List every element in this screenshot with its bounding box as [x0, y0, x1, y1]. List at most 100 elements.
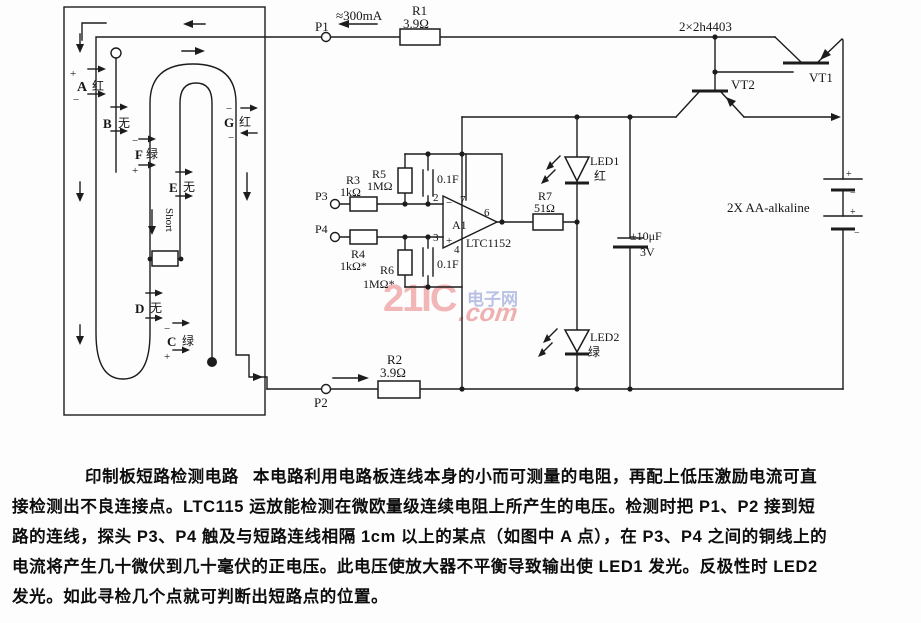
label-point-c-plus: +: [164, 351, 170, 363]
transistor-vt1-icon: [783, 49, 831, 65]
label-r4-value: 1kΩ*: [340, 259, 367, 273]
resistor-r2: [377, 380, 421, 399]
label-c1-value: 0.1F: [437, 172, 459, 186]
label-battery-minus1: −: [850, 188, 856, 199]
capacitor-c1: [422, 169, 434, 197]
label-r1-value: 3.9Ω: [403, 16, 429, 31]
label-point-g-minus-bottom: −: [228, 132, 234, 144]
terminal-p4-pad: [329, 231, 341, 243]
watermark-site: 电子网: [467, 290, 518, 309]
label-point-b-state: 无: [118, 116, 130, 130]
resistor-r1: [399, 28, 441, 46]
label-r4-name: R4: [351, 247, 365, 261]
label-r7-name: R7: [538, 189, 552, 203]
terminal-p3-pad: [329, 198, 341, 210]
label-terminal-p3: P3: [315, 189, 328, 203]
pcb-serpentine-trace: [95, 36, 776, 390]
label-terminal-p4: P4: [315, 222, 328, 236]
label-point-d: D: [135, 301, 144, 316]
label-r5-name: R5: [372, 167, 386, 181]
label-point-c: C: [167, 334, 176, 349]
terminal-p1-pad: [320, 31, 332, 43]
pcb-start-pad: [110, 47, 122, 59]
capacitor-10uf: [613, 237, 648, 249]
description-line-3: 路的连线，探头 P3、P4 触及与短路连线相隔 1cm 以上的某点（如图中 A …: [12, 528, 828, 546]
watermark-brand: 21IC: [383, 278, 457, 320]
label-point-a-minus: −: [73, 94, 79, 106]
label-cap-voltage: 3V: [640, 245, 655, 259]
label-opamp-pin6: 6: [484, 207, 490, 219]
label-cap-value: ±10μF: [630, 229, 662, 243]
label-battery-plus2: +: [850, 207, 856, 218]
current-flow-arrows: [76, 20, 841, 382]
transistor-vt2-icon: [692, 89, 736, 107]
label-battery-minus2: −: [854, 228, 860, 239]
label-r1-name: R1: [412, 3, 427, 18]
label-point-e-state: 无: [183, 180, 195, 194]
pcb-end-dot: [207, 357, 217, 367]
label-opamp-minus: −: [446, 197, 452, 209]
label-point-e: E: [169, 180, 178, 195]
label-short-label: Short: [163, 208, 175, 232]
label-point-g-color: 红: [239, 114, 251, 129]
description-line-4: 电流将产生几十微伏到几十毫伏的正电压。此电压使放大器不平衡导致输出使 LED1 …: [12, 558, 818, 576]
terminal-p2-pad: [320, 383, 332, 395]
label-point-g-minus-top: −: [226, 103, 232, 115]
label-point-g: G: [224, 115, 234, 130]
label-point-a-plus: +: [70, 68, 76, 80]
label-opamp-pin7: 7: [460, 194, 466, 206]
circuit-schematic: +A红−B无−F绿+E无ShortD无−C绿+−G红−P1≈300mAR13.9…: [63, 3, 863, 416]
pcb-board-outline: [63, 6, 266, 416]
resistor-r3: [349, 196, 378, 212]
label-point-a-color: 红: [92, 78, 104, 93]
resistor-r6: [397, 249, 413, 276]
label-opamp-pin2: 2: [433, 192, 439, 204]
label-led1-color: 红: [594, 168, 606, 183]
label-c2-value: 0.1F: [437, 257, 459, 271]
label-point-f-minus: −: [132, 135, 138, 147]
label-r2-name: R2: [387, 352, 402, 367]
label-battery-plus1: +: [846, 169, 852, 180]
description-line-2: 接检测出不良连接点。LTC115 运放能检测在微欧量级连续电阻上所产生的电压。检…: [12, 498, 816, 516]
label-opamp-pin4: 4: [454, 244, 460, 256]
resistor-r5: [397, 167, 413, 194]
label-opamp-part: LTC1152: [466, 236, 511, 250]
label-point-c-minus: −: [164, 323, 170, 335]
circuit-wires: [266, 36, 844, 390]
description-line-5: 发光。如此寻检几个点就可判断出短路点的位置。: [12, 588, 389, 606]
resistor-r7: [532, 213, 564, 231]
label-r7-value: 51Ω: [534, 201, 555, 215]
label-vt2-name: VT2: [731, 77, 755, 92]
junction-dots: [402, 34, 718, 392]
label-point-f-plus: +: [132, 165, 138, 177]
opamp-a1-symbol: [442, 194, 499, 250]
resistor-r4: [349, 229, 378, 245]
description-line-1-text: 本电路利用电路板连线本身的小而可测量的电阻，再配上低压激励电流可直: [252, 468, 818, 486]
led2-icon: [538, 328, 591, 357]
label-r3-value: 1kΩ: [340, 185, 361, 199]
short-bridge-resistor: [147, 250, 184, 267]
battery-icon: [823, 178, 863, 231]
label-r5-value: 1MΩ: [367, 179, 393, 193]
label-point-c-color: 绿: [182, 333, 194, 348]
label-led1-name: LED1: [590, 154, 619, 168]
label-r3-name: R3: [346, 173, 360, 187]
label-r2-value: 3.9Ω: [380, 365, 406, 380]
label-led2-name: LED2: [590, 330, 619, 344]
label-point-f: F: [135, 147, 143, 162]
label-point-f-color: 绿: [146, 146, 158, 161]
label-point-b: B: [103, 116, 112, 131]
label-terminal-p1: P1: [315, 19, 329, 34]
watermark: 21IC 电子网 .com: [383, 278, 543, 336]
description-line-1: 印制板短路检测电路本电路利用电路板连线本身的小而可测量的电阻，再配上低压激励电流…: [0, 462, 921, 492]
label-battery-label: 2X AA-alkaline: [727, 200, 810, 215]
label-current-value: ≈300mA: [336, 8, 383, 23]
label-point-a: A: [77, 80, 88, 95]
label-opamp-name: A1: [452, 218, 467, 232]
label-opamp-plus: +: [446, 235, 452, 247]
label-opamp-pin3: 3: [433, 232, 439, 244]
label-r6-name: R6: [380, 263, 394, 277]
label-led2-color: 绿: [588, 344, 600, 359]
